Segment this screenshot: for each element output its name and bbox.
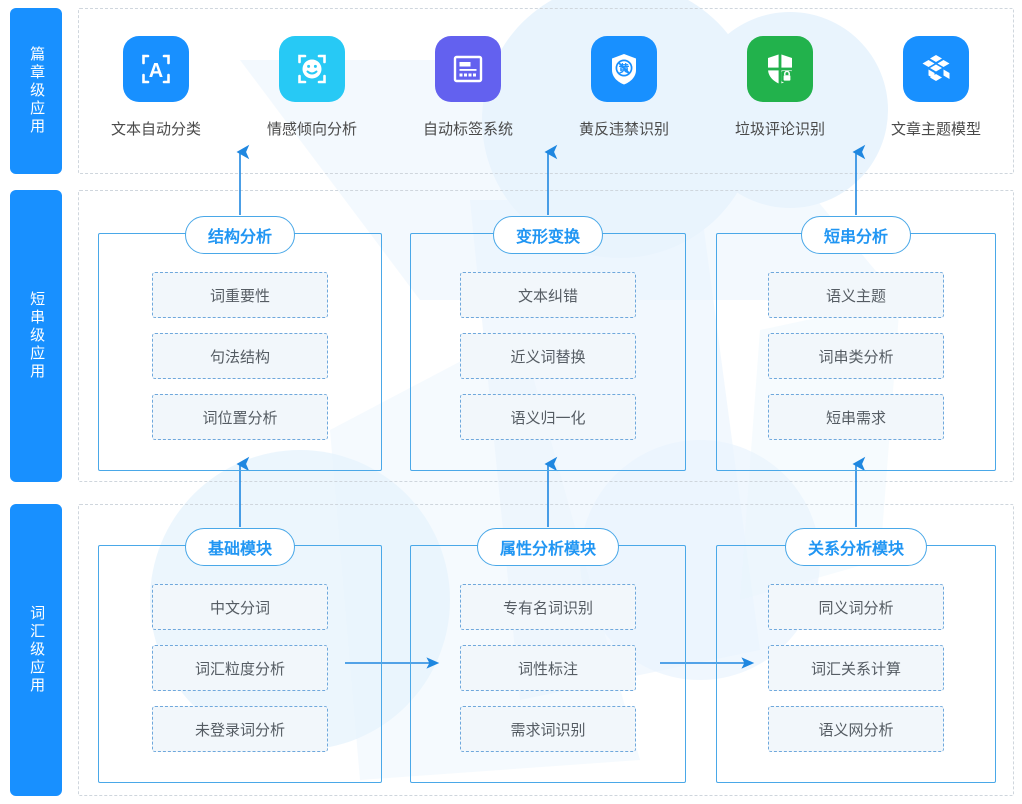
panel-item[interactable]: 中文分词: [152, 584, 328, 630]
panel-item[interactable]: 语义归一化: [460, 394, 636, 440]
shield-ban-icon: 黄: [591, 36, 657, 102]
form-list-icon: [435, 36, 501, 102]
panel-attribute-analysis-module: 属性分析模块 专有名词识别 词性标注 需求词识别: [410, 528, 686, 783]
app-label: 文本自动分类: [110, 121, 201, 138]
panel-item[interactable]: 近义词替换: [460, 333, 636, 379]
panel-item[interactable]: 词串类分析: [768, 333, 944, 379]
app-sentiment-analysis[interactable]: 情感倾向分析: [252, 36, 372, 139]
rail-lexical-level: 词汇级应用: [10, 504, 62, 796]
panel-item[interactable]: 未登录词分析: [152, 706, 328, 752]
app-label: 情感倾向分析: [266, 121, 357, 138]
panel-item[interactable]: 词汇关系计算: [768, 645, 944, 691]
svg-text:黄: 黄: [619, 62, 630, 75]
panel-item[interactable]: 词汇粒度分析: [152, 645, 328, 691]
panel-transform-conversion: 变形变换 文本纠错 近义词替换 语义归一化: [410, 216, 686, 471]
panel-item[interactable]: 词性标注: [460, 645, 636, 691]
panel-item[interactable]: 句法结构: [152, 333, 328, 379]
rail-label-lexical-level: 词汇级应用: [28, 605, 46, 695]
panel-item[interactable]: 短串需求: [768, 394, 944, 440]
panel-title-attribute-analysis-module[interactable]: 属性分析模块: [476, 528, 620, 566]
app-text-auto-classification[interactable]: A 文本自动分类: [96, 36, 216, 139]
rail-document-level: 篇章级应用: [10, 8, 62, 174]
panel-item[interactable]: 文本纠错: [460, 272, 636, 318]
panel-item[interactable]: 同义词分析: [768, 584, 944, 630]
panel-items: 同义词分析 词汇关系计算 语义网分析: [768, 584, 944, 752]
smiley-scan-icon: [279, 36, 345, 102]
panel-item[interactable]: 词重要性: [152, 272, 328, 318]
app-porn-violation-detection[interactable]: 黄 黄反违禁识别: [564, 36, 684, 139]
panel-short-string-analysis: 短串分析 语义主题 词串类分析 短串需求: [716, 216, 996, 471]
panel-item[interactable]: 语义主题: [768, 272, 944, 318]
panel-item[interactable]: 词位置分析: [152, 394, 328, 440]
panel-title-short-string-analysis[interactable]: 短串分析: [800, 216, 912, 254]
panel-items: 专有名词识别 词性标注 需求词识别: [460, 584, 636, 752]
rail-label-document-level: 篇章级应用: [28, 46, 46, 136]
panel-title-base-module[interactable]: 基础模块: [184, 528, 296, 566]
app-label: 黄反违禁识别: [578, 121, 669, 138]
cube-stack-icon: [903, 36, 969, 102]
rail-label-shortstring-level: 短串级应用: [28, 291, 46, 381]
panel-item[interactable]: 专有名词识别: [460, 584, 636, 630]
svg-text:A: A: [149, 60, 163, 82]
panel-base-module: 基础模块 中文分词 词汇粒度分析 未登录词分析: [98, 528, 382, 783]
panel-items: 文本纠错 近义词替换 语义归一化: [460, 272, 636, 440]
panel-title-structure-analysis[interactable]: 结构分析: [184, 216, 296, 254]
panel-title-transform-conversion[interactable]: 变形变换: [492, 216, 604, 254]
rail-shortstring-level: 短串级应用: [10, 190, 62, 482]
panel-title-relation-analysis-module[interactable]: 关系分析模块: [784, 528, 928, 566]
panel-item[interactable]: 需求词识别: [460, 706, 636, 752]
app-spam-comment-detection[interactable]: 垃圾评论识别: [720, 36, 840, 139]
panel-items: 词重要性 句法结构 词位置分析: [152, 272, 328, 440]
app-article-topic-model[interactable]: 文章主题模型: [876, 36, 996, 139]
panel-structure-analysis: 结构分析 词重要性 句法结构 词位置分析: [98, 216, 382, 471]
panel-relation-analysis-module: 关系分析模块 同义词分析 词汇关系计算 语义网分析: [716, 528, 996, 783]
app-label: 垃圾评论识别: [734, 121, 825, 138]
shield-lock-icon: [747, 36, 813, 102]
panel-items: 中文分词 词汇粒度分析 未登录词分析: [152, 584, 328, 752]
app-label: 文章主题模型: [890, 121, 981, 138]
panel-item[interactable]: 语义网分析: [768, 706, 944, 752]
bracket-a-icon: A: [123, 36, 189, 102]
app-auto-tagging-system[interactable]: 自动标签系统: [408, 36, 528, 139]
app-label: 自动标签系统: [422, 121, 513, 138]
panel-items: 语义主题 词串类分析 短串需求: [768, 272, 944, 440]
application-row: A 文本自动分类 情感: [78, 36, 1014, 139]
